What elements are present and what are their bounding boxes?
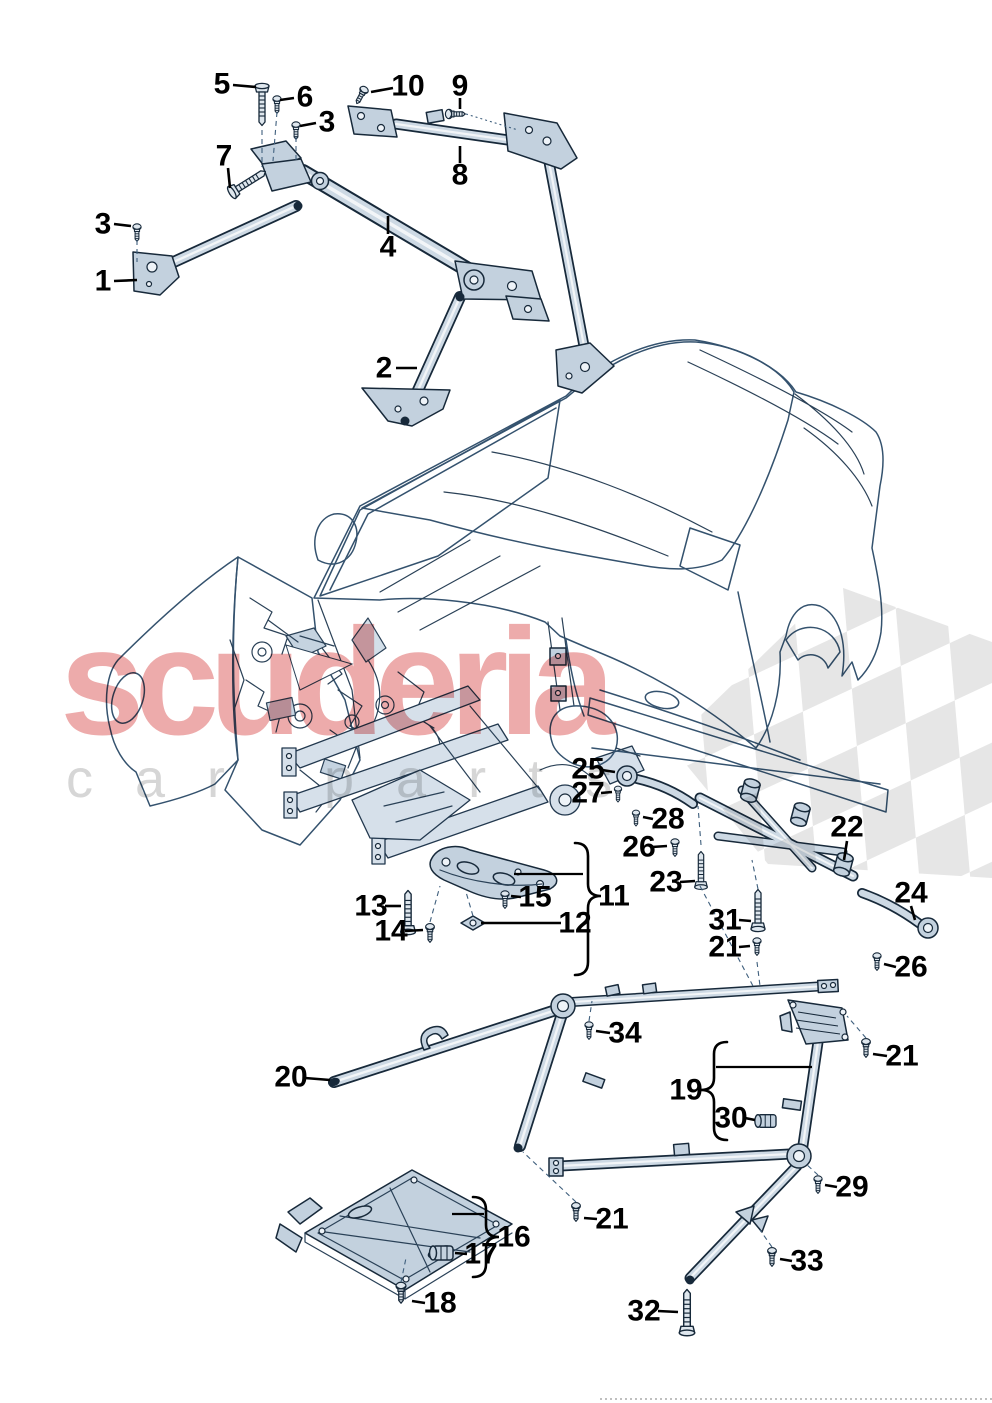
- callout-label-15[interactable]: 15: [518, 881, 551, 914]
- callout-label-25[interactable]: 25: [571, 753, 604, 786]
- callout-leader-14: [404, 928, 424, 933]
- callout-label-34[interactable]: 34: [608, 1017, 642, 1050]
- callout-leader-23: [679, 879, 696, 884]
- callout-leader-20: [304, 1076, 331, 1082]
- callout-leader-26b: [883, 962, 897, 969]
- callout-label-30[interactable]: 30: [714, 1102, 747, 1135]
- callout-label-17[interactable]: 17: [464, 1238, 497, 1271]
- part-4-windscreen-frame-brace: [250, 140, 550, 322]
- callout-label-31[interactable]: 31: [708, 904, 741, 937]
- callout-leader-21a: [738, 944, 751, 949]
- callout-label-3b[interactable]: 3: [319, 106, 336, 139]
- callout-leader-22: [842, 840, 849, 861]
- callout-label-6[interactable]: 6: [297, 81, 314, 114]
- callout-leader-5: [232, 83, 257, 89]
- callout-leader-21c: [872, 1052, 888, 1058]
- group-connector-lines: [452, 872, 812, 1216]
- callout-leader-31: [738, 918, 752, 923]
- callout-label-22[interactable]: 22: [830, 811, 863, 844]
- callout-label-21c[interactable]: 21: [885, 1040, 918, 1073]
- callout-label-3a[interactable]: 3: [95, 208, 112, 241]
- callout-leader-10: [370, 86, 394, 94]
- part-16-floor-plate: [275, 1169, 513, 1300]
- callout-label-5[interactable]: 5: [214, 68, 231, 101]
- callout-label-13[interactable]: 13: [354, 890, 387, 923]
- front-subframe-rails: [281, 685, 645, 865]
- part-1-bracket: [132, 201, 303, 296]
- callout-label-28[interactable]: 28: [651, 803, 684, 836]
- callout-label-27[interactable]: 27: [571, 777, 604, 810]
- callout-leader-34: [595, 1029, 611, 1035]
- callout-label-29[interactable]: 29: [835, 1171, 868, 1204]
- callout-leader-18: [411, 1299, 426, 1305]
- part-19-20-folding-frame: [328, 978, 849, 1285]
- callout-leader-25: [601, 768, 616, 774]
- callout-leader-3a: [113, 222, 132, 228]
- callout-label-32[interactable]: 32: [627, 1295, 660, 1328]
- callout-label-21b[interactable]: 21: [595, 1203, 628, 1236]
- callout-label-18[interactable]: 18: [423, 1287, 456, 1320]
- left-mirror: [314, 513, 358, 565]
- callout-leader-1: [113, 278, 138, 283]
- callout-leader-33: [779, 1257, 793, 1263]
- callout-label-4[interactable]: 4: [380, 231, 397, 264]
- part-2-support-strut: [361, 292, 465, 427]
- callout-leader-7: [226, 167, 232, 189]
- hinge-pillar: [547, 617, 575, 711]
- callout-leader-30: [744, 1116, 756, 1122]
- callout-leader-15: [510, 894, 522, 899]
- callout-label-12[interactable]: 12: [558, 907, 591, 940]
- callout-leader-3b: [299, 121, 317, 128]
- assembly-guide-lines: [136, 111, 867, 1283]
- callout-leader-6: [279, 96, 295, 102]
- callout-leader-27: [600, 790, 613, 795]
- part-11-reinforcement-plate: [429, 845, 558, 900]
- callout-leader-21b: [583, 1216, 598, 1221]
- callout-label-11[interactable]: 11: [598, 880, 630, 913]
- fasteners: [132, 82, 882, 1337]
- part-8-diagonal-brace: [347, 105, 615, 394]
- callout-label-20[interactable]: 20: [274, 1061, 307, 1094]
- callout-label-23[interactable]: 23: [649, 866, 682, 899]
- callout-leader-26a: [651, 844, 668, 849]
- callout-label-9[interactable]: 9: [452, 70, 469, 103]
- callout-label-14[interactable]: 14: [374, 915, 408, 948]
- callout-label-10[interactable]: 10: [391, 70, 424, 103]
- callout-label-33[interactable]: 33: [790, 1245, 823, 1278]
- callout-leader-29: [824, 1183, 838, 1189]
- callout-label-2[interactable]: 2: [376, 352, 393, 385]
- callout-label-16[interactable]: 16: [497, 1221, 530, 1254]
- brace-group-11: [573, 841, 602, 977]
- callout-label-21a[interactable]: 21: [708, 931, 741, 964]
- square-nut-12: [460, 915, 486, 931]
- callout-leader-24: [909, 905, 917, 921]
- callout-leader-32: [657, 1309, 679, 1314]
- brace-group-16: [471, 1195, 500, 1279]
- brace-group-19: [700, 1040, 729, 1142]
- callout-leader-28: [642, 815, 654, 821]
- callout-label-19[interactable]: 19: [669, 1074, 702, 1107]
- callout-leader-17: [454, 1251, 468, 1256]
- callout-label-8[interactable]: 8: [452, 159, 469, 192]
- callout-label-7[interactable]: 7: [216, 140, 233, 173]
- callout-label-26a[interactable]: 26: [622, 831, 655, 864]
- callout-label-26b[interactable]: 26: [894, 951, 927, 984]
- callout-label-1[interactable]: 1: [95, 265, 112, 298]
- callout-label-24[interactable]: 24: [894, 877, 928, 910]
